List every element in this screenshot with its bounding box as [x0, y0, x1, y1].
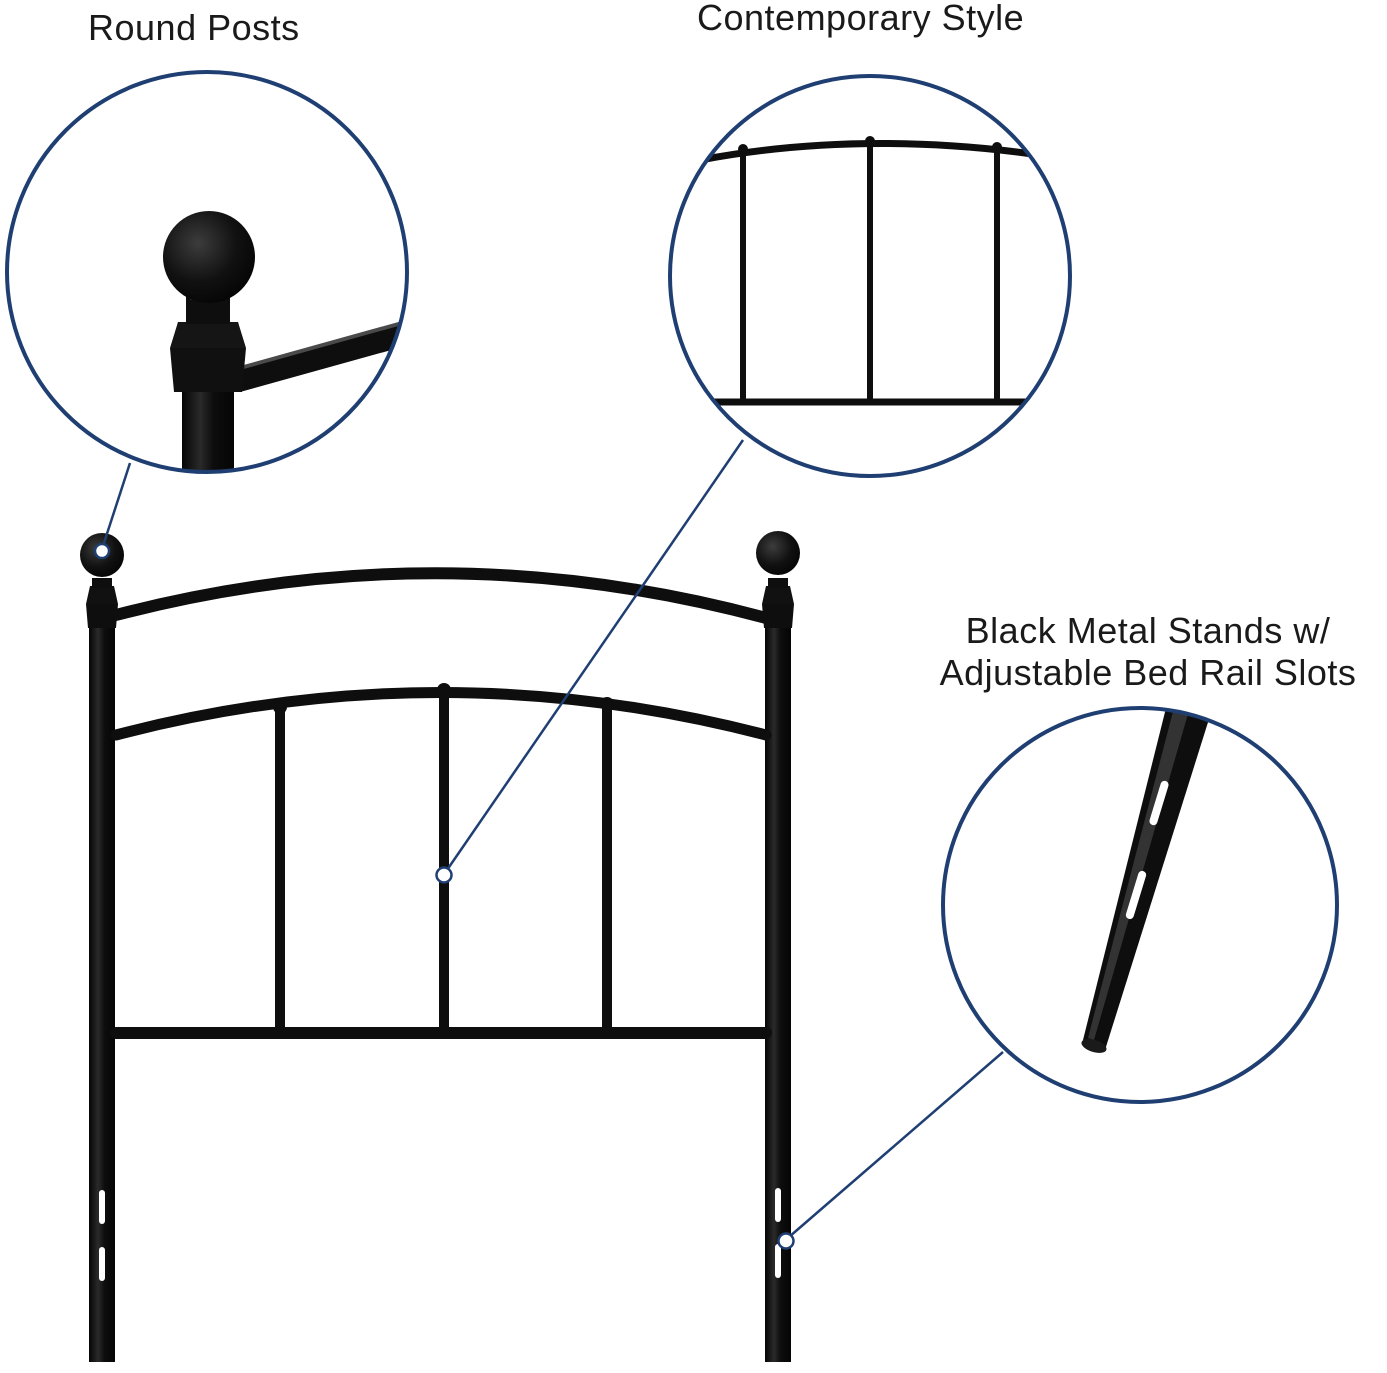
- callout-leaders: [101, 439, 1004, 1238]
- right-post-finial: [756, 531, 800, 575]
- metal-stands-label: Black Metal Stands w/ Adjustable Bed Rai…: [908, 610, 1387, 694]
- round-posts-label: Round Posts: [88, 7, 300, 48]
- metal-stands-label-line2: Adjustable Bed Rail Slots: [939, 652, 1357, 693]
- callout-stands-zoom: [941, 706, 1339, 1104]
- headboard: [80, 531, 800, 1362]
- finial-ball-zoom: [163, 211, 255, 303]
- left-post: [89, 612, 115, 1362]
- callout-round-posts-zoom: [5, 70, 409, 474]
- callout-anchor-dots: [93, 542, 795, 1250]
- contemporary-style-label: Contemporary Style: [697, 0, 1025, 38]
- metal-stands-label-line1: Black Metal Stands w/: [965, 610, 1331, 651]
- top-rail: [110, 567, 772, 624]
- callout-contemporary-zoom: [668, 74, 1072, 478]
